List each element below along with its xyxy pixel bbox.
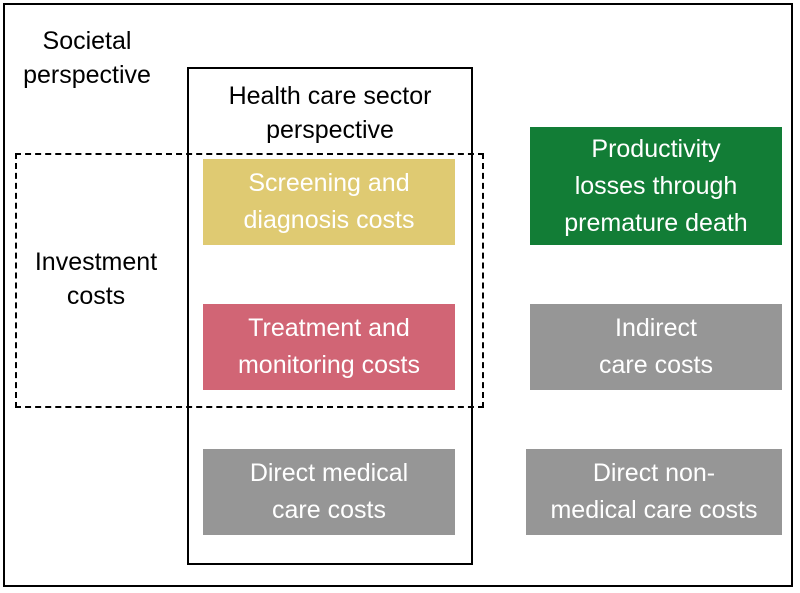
direct-nonmedical-line1: Direct non- [592,459,716,487]
direct-nonmedical-line2: medical care costs [550,496,758,524]
direct-medical-line2: care costs [272,496,386,524]
investment-label-line2: costs [66,282,126,310]
health-care-sector-frame [187,67,473,565]
screening-line1: Screening and [248,169,410,197]
investment-costs-label: Investment costs [20,245,172,313]
investment-label-line1: Investment [34,248,158,276]
health-label-line2: perspective [266,116,394,144]
treatment-line2: monitoring costs [237,351,421,379]
health-care-sector-label: Health care sector perspective [189,79,471,147]
screening-line2: diagnosis costs [243,206,415,234]
treatment-line1: Treatment and [248,314,410,342]
investment-costs-frame [15,153,484,408]
indirect-line1: Indirect [615,314,697,342]
societal-perspective-frame [3,3,793,587]
productivity-line3: premature death [564,208,748,237]
health-label-line1: Health care sector [228,82,432,110]
productivity-line1: Productivity [591,134,721,163]
screening-diagnosis-costs-box: Screening and diagnosis costs [203,159,455,245]
productivity-line2: losses through [574,171,738,200]
direct-non-medical-care-costs-box: Direct non- medical care costs [526,449,782,535]
societal-label-line1: Societal [42,27,132,55]
indirect-line2: care costs [599,351,713,379]
societal-perspective-label: Societal perspective [12,24,162,92]
productivity-losses-box: Productivity losses through premature de… [530,127,782,245]
treatment-monitoring-costs-box: Treatment and monitoring costs [203,304,455,390]
societal-label-line2: perspective [23,61,151,89]
direct-medical-line1: Direct medical [249,459,409,487]
indirect-care-costs-box: Indirect care costs [530,304,782,390]
direct-medical-care-costs-box: Direct medical care costs [203,449,455,535]
